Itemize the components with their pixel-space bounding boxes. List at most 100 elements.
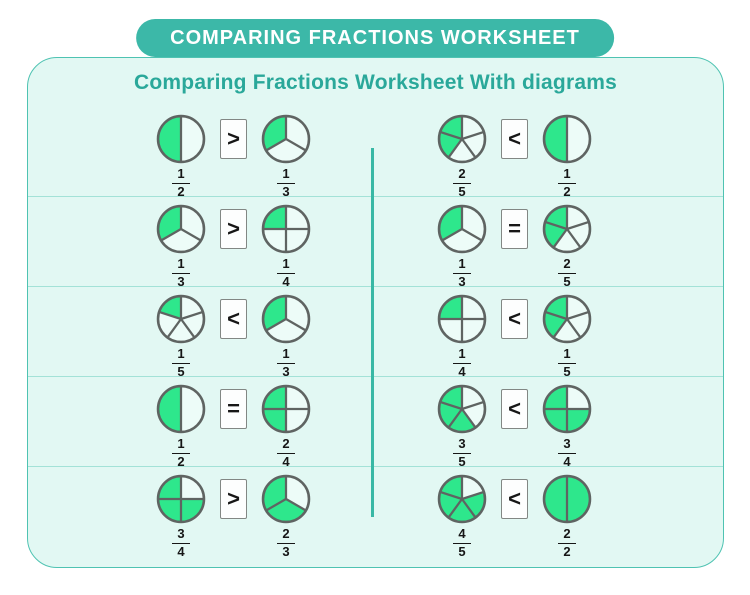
fraction-pie-diagram xyxy=(261,114,311,164)
fraction-label: 1 3 xyxy=(453,256,471,289)
fraction-pie-diagram xyxy=(156,474,206,524)
fraction-figure: 1 2 xyxy=(541,113,593,199)
comparison-row: 1 2 > 1 3 2 5 < 1 2 xyxy=(28,107,723,199)
fraction-denominator: 3 xyxy=(458,273,466,289)
fraction-pie-diagram xyxy=(437,294,487,344)
comparison-row: 1 2 = 2 4 3 5 < 3 4 xyxy=(28,377,723,469)
comparison-left: 1 3 > 1 4 xyxy=(28,197,374,289)
fraction-figure: 1 3 xyxy=(155,203,207,289)
fraction-label: 2 5 xyxy=(453,166,471,199)
fraction-figure: 1 3 xyxy=(260,293,312,379)
fraction-numerator: 3 xyxy=(172,526,190,544)
fraction-label: 1 3 xyxy=(277,166,295,199)
fraction-figure: 3 5 xyxy=(436,383,488,469)
fraction-denominator: 2 xyxy=(563,543,571,559)
comparison-left: 3 4 > 2 3 xyxy=(28,467,374,567)
comparison-right: 1 3 = 2 5 xyxy=(374,197,723,289)
fraction-numerator: 1 xyxy=(172,166,190,184)
fraction-denominator: 2 xyxy=(563,183,571,199)
fraction-figure: 3 4 xyxy=(541,383,593,469)
fraction-label: 3 4 xyxy=(558,436,576,469)
fraction-numerator: 1 xyxy=(172,256,190,274)
fraction-label: 1 3 xyxy=(277,346,295,379)
fraction-label: 1 5 xyxy=(172,346,190,379)
fraction-label: 2 5 xyxy=(558,256,576,289)
fraction-figure: 1 4 xyxy=(260,203,312,289)
fraction-numerator: 3 xyxy=(453,436,471,454)
fraction-numerator: 1 xyxy=(558,166,576,184)
comparison-right: 1 4 < 1 5 xyxy=(374,287,723,379)
fraction-pie-diagram xyxy=(156,204,206,254)
fraction-figure: 3 4 xyxy=(155,473,207,559)
fraction-pie-diagram xyxy=(542,114,592,164)
fraction-pie-diagram xyxy=(261,294,311,344)
comparison-operator-box: > xyxy=(220,119,247,159)
fraction-figure: 1 3 xyxy=(436,203,488,289)
fraction-label: 1 5 xyxy=(558,346,576,379)
fraction-denominator: 5 xyxy=(563,273,571,289)
fraction-pie-diagram xyxy=(437,114,487,164)
fraction-denominator: 3 xyxy=(177,273,185,289)
fraction-numerator: 2 xyxy=(453,166,471,184)
fraction-denominator: 4 xyxy=(282,453,290,469)
fraction-label: 1 2 xyxy=(558,166,576,199)
comparison-row: 3 4 > 2 3 4 5 < 2 2 xyxy=(28,467,723,567)
fraction-denominator: 4 xyxy=(563,453,571,469)
fraction-label: 1 2 xyxy=(172,436,190,469)
fraction-denominator: 4 xyxy=(458,363,466,379)
fraction-label: 4 5 xyxy=(453,526,471,559)
comparison-operator-box: = xyxy=(220,389,247,429)
fraction-denominator: 5 xyxy=(563,363,571,379)
fraction-pie-diagram xyxy=(542,294,592,344)
fraction-figure: 1 5 xyxy=(541,293,593,379)
fraction-denominator: 5 xyxy=(458,453,466,469)
fraction-numerator: 1 xyxy=(277,346,295,364)
fraction-label: 1 3 xyxy=(172,256,190,289)
comparison-right: 3 5 < 3 4 xyxy=(374,377,723,469)
comparison-operator-box: = xyxy=(501,209,528,249)
fraction-label: 1 2 xyxy=(172,166,190,199)
fraction-denominator: 3 xyxy=(282,543,290,559)
comparison-operator-box: < xyxy=(501,479,528,519)
comparison-left: 1 5 < 1 3 xyxy=(28,287,374,379)
comparison-left: 1 2 = 2 4 xyxy=(28,377,374,469)
fraction-numerator: 1 xyxy=(453,256,471,274)
comparison-operator-box: < xyxy=(501,119,528,159)
comparison-operator-box: < xyxy=(501,389,528,429)
fraction-pie-diagram xyxy=(542,204,592,254)
fraction-figure: 1 3 xyxy=(260,113,312,199)
fraction-pie-diagram xyxy=(437,204,487,254)
fraction-figure: 1 2 xyxy=(155,383,207,469)
worksheet-title-banner: COMPARING FRACTIONS WORKSHEET xyxy=(136,19,614,57)
fraction-denominator: 4 xyxy=(282,273,290,289)
comparison-right: 2 5 < 1 2 xyxy=(374,107,723,199)
fraction-pie-diagram xyxy=(437,474,487,524)
fraction-pie-diagram xyxy=(542,384,592,434)
fraction-pie-diagram xyxy=(156,114,206,164)
fraction-denominator: 5 xyxy=(458,543,466,559)
fraction-figure: 2 4 xyxy=(260,383,312,469)
fraction-pie-diagram xyxy=(156,384,206,434)
fraction-label: 3 5 xyxy=(453,436,471,469)
fraction-figure: 1 2 xyxy=(155,113,207,199)
fraction-numerator: 1 xyxy=(453,346,471,364)
fraction-denominator: 3 xyxy=(282,363,290,379)
fraction-figure: 1 5 xyxy=(155,293,207,379)
fraction-pie-diagram xyxy=(261,474,311,524)
fraction-denominator: 5 xyxy=(458,183,466,199)
fraction-pie-diagram xyxy=(261,384,311,434)
comparison-left: 1 2 > 1 3 xyxy=(28,107,374,199)
comparison-grid: 1 2 > 1 3 2 5 < 1 2 1 3 > xyxy=(28,107,723,567)
fraction-numerator: 3 xyxy=(558,436,576,454)
fraction-pie-diagram xyxy=(156,294,206,344)
comparison-operator-box: < xyxy=(220,299,247,339)
fraction-denominator: 5 xyxy=(177,363,185,379)
comparison-operator-box: < xyxy=(501,299,528,339)
fraction-numerator: 1 xyxy=(172,346,190,364)
fraction-label: 2 4 xyxy=(277,436,295,469)
fraction-figure: 4 5 xyxy=(436,473,488,559)
fraction-numerator: 1 xyxy=(558,346,576,364)
fraction-denominator: 4 xyxy=(177,543,185,559)
fraction-numerator: 2 xyxy=(558,526,576,544)
